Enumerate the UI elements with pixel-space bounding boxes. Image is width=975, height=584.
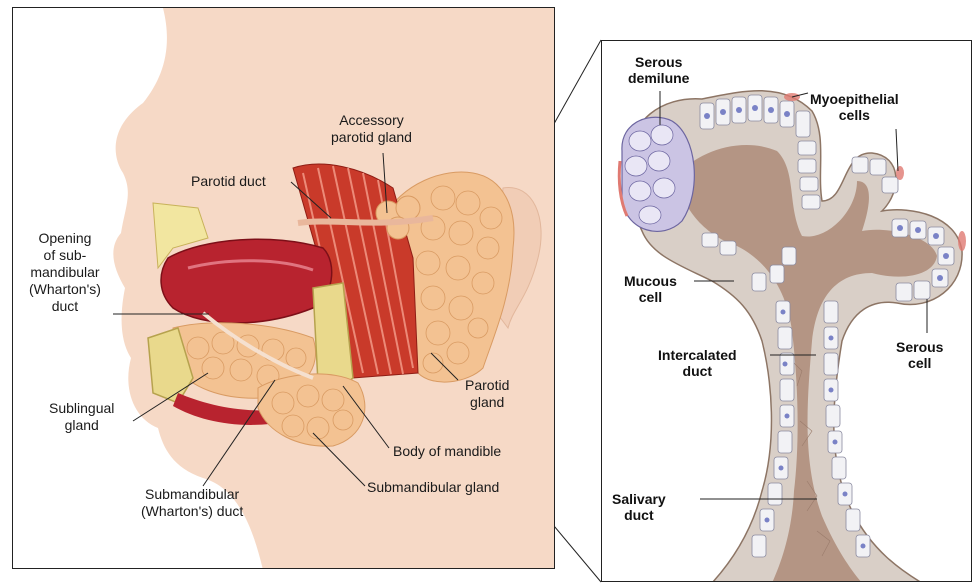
label-sublingual-gland: Sublingual gland — [49, 400, 114, 434]
serous-demilune-shape — [619, 117, 694, 231]
label-serous-cell: Serous cell — [896, 339, 943, 371]
label-parotid-duct: Parotid duct — [191, 173, 266, 190]
tongue — [161, 239, 332, 323]
label-submandibular-duct: Submandibular (Wharton's) duct — [141, 486, 243, 520]
label-opening-submandibular-duct: Opening of sub- mandibular (Wharton's) d… — [29, 230, 101, 315]
label-accessory-parotid-gland: Accessory parotid gland — [331, 112, 412, 146]
label-salivary-duct: Salivary duct — [612, 491, 666, 523]
head-anatomy-panel: Accessory parotid gland Parotid duct Ope… — [12, 7, 555, 569]
label-serous-demilune: Serous demilune — [628, 54, 689, 86]
label-myoepithelial-cells: Myoepithelial cells — [810, 91, 899, 123]
label-parotid-gland: Parotid gland — [465, 377, 509, 411]
label-submandibular-gland: Submandibular gland — [367, 479, 499, 496]
acinus-histology-panel: Serous demilune Myoepithelial cells Muco… — [601, 40, 972, 582]
label-mucous-cell: Mucous cell — [624, 273, 677, 305]
label-intercalated-duct: Intercalated duct — [658, 347, 737, 379]
label-body-of-mandible: Body of mandible — [393, 443, 501, 460]
